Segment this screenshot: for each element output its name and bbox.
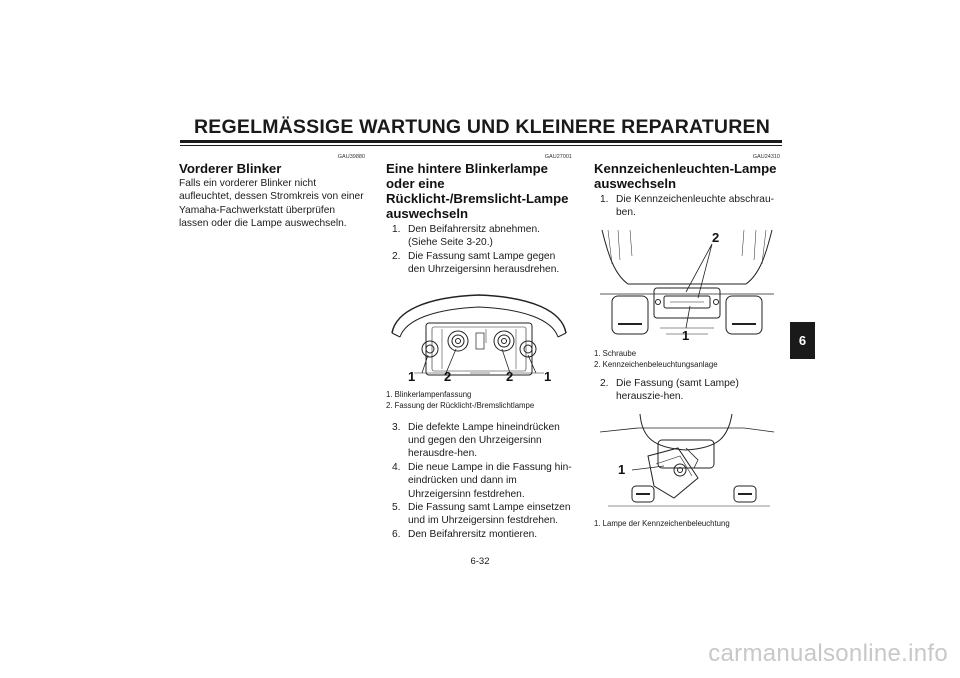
section-heading: Eine hintere Blinkerlampe oder eine Rück…	[386, 161, 569, 221]
step-item: 2.Die Fassung (samt Lampe) herauszie-hen…	[600, 377, 739, 403]
step-item: 1.Die Kennzeichenleuchte abschrau-ben.	[600, 194, 775, 219]
header-rule-thick	[180, 140, 782, 143]
section-code: GAU39880	[337, 154, 365, 160]
callout-2: 2	[444, 369, 451, 384]
callout-2: 2	[506, 369, 513, 384]
callout-1: 1	[682, 328, 689, 343]
steps-list: 1.Die Kennzeichenleuchte abschrau-ben.	[594, 193, 780, 220]
figure-caption: 1. Schraube 2. Kennzeichenbeleuchtungsan…	[594, 348, 718, 369]
step-item: 4.Die neue Lampe in die Fassung hin-eind…	[392, 461, 572, 500]
callout-1: 1	[618, 462, 625, 477]
step-item: 6.Den Beifahrersitz montieren.	[392, 528, 538, 540]
header-rule-thin	[180, 145, 782, 146]
step-item: 1.Den Beifahrersitz abnehmen. (Siehe Sei…	[392, 224, 540, 249]
steps-list: 3.Die defekte Lampe hineindrücken und ge…	[386, 421, 572, 542]
column-front-indicator: GAU39880 Vorderer Blinker Falls ein vord…	[179, 154, 365, 231]
watermark: carmanualsonline.info	[708, 640, 948, 667]
step-item: 5.Die Fassung samt Lampe einsetzen und i…	[392, 502, 571, 527]
section-heading: Vorderer Blinker	[179, 161, 282, 176]
column-rear-lamp: GAU27001 Eine hintere Blinkerlampe oder …	[386, 154, 572, 541]
page-number: 6-32	[470, 556, 490, 567]
license-light-illustration: 2 1	[600, 229, 774, 343]
section-code: GAU27001	[544, 154, 572, 160]
step-item: 2.Die Fassung samt Lampe gegen den Uhrze…	[392, 250, 560, 276]
callout-1: 1	[544, 369, 551, 384]
section-body: Falls ein vorderer Blinker nicht aufleuc…	[179, 178, 364, 230]
lamp-socket-illustration: 1	[599, 413, 775, 506]
rear-light-illustration: 1 2 2 1	[391, 293, 567, 384]
page-title: REGELMÄSSIGE WARTUNG UND KLEINERE REPARA…	[194, 116, 770, 138]
steps-list: 2.Die Fassung (samt Lampe) herauszie-hen…	[594, 377, 780, 404]
step-item: 3.Die defekte Lampe hineindrücken und ge…	[392, 421, 560, 460]
section-code: GAU24310	[752, 154, 780, 160]
callout-1: 1	[408, 369, 415, 384]
figure-caption: 1. Blinkerlampenfassung 2. Fassung der R…	[386, 389, 535, 410]
chapter-tab: 6	[790, 322, 815, 359]
callout-2: 2	[712, 230, 719, 245]
section-heading: Kennzeichenleuchten-Lampe auswechseln	[594, 161, 777, 191]
column-license-lamp: GAU24310 Kennzeichenleuchten-Lampe auswe…	[594, 154, 780, 529]
steps-list: 1.Den Beifahrersitz abnehmen. (Siehe Sei…	[386, 223, 572, 277]
figure-caption: 1. Lampe der Kennzeichenbeleuchtung	[594, 518, 730, 528]
